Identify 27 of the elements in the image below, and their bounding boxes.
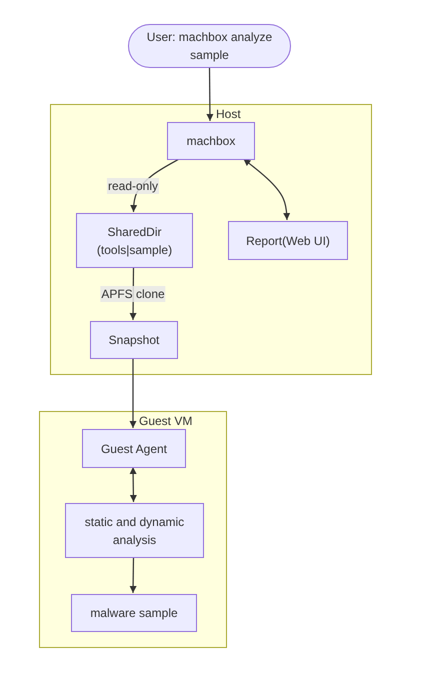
node-label: machbox [186,133,236,150]
arrow [130,467,137,502]
process-box [71,594,197,632]
node-label: static and dynamic analysis [84,514,186,548]
node-label: SharedDir (tools|sample) [96,224,174,258]
node-label: Snapshot [108,332,160,349]
process-box [65,503,204,558]
group-container [39,411,227,648]
process-box [228,221,348,260]
arrow [243,158,290,220]
process-box [90,321,178,359]
node-label: User: machbox analyze sample [146,29,274,64]
arrow [130,557,137,593]
node-label: malware sample [90,605,178,622]
node-label: Guest Agent [100,440,168,458]
edge-label: read-only [106,178,160,194]
node-label: Report(Web UI) [246,232,330,250]
arrow [206,68,214,121]
edge-label: APFS clone [100,286,166,302]
group-title: Guest VM [139,414,192,429]
group-title: Host [216,107,241,122]
group-container [50,104,372,375]
process-box [167,122,255,160]
arrow [130,358,136,428]
process-box [82,429,186,468]
process-box [76,213,193,268]
pill-node [128,24,291,68]
